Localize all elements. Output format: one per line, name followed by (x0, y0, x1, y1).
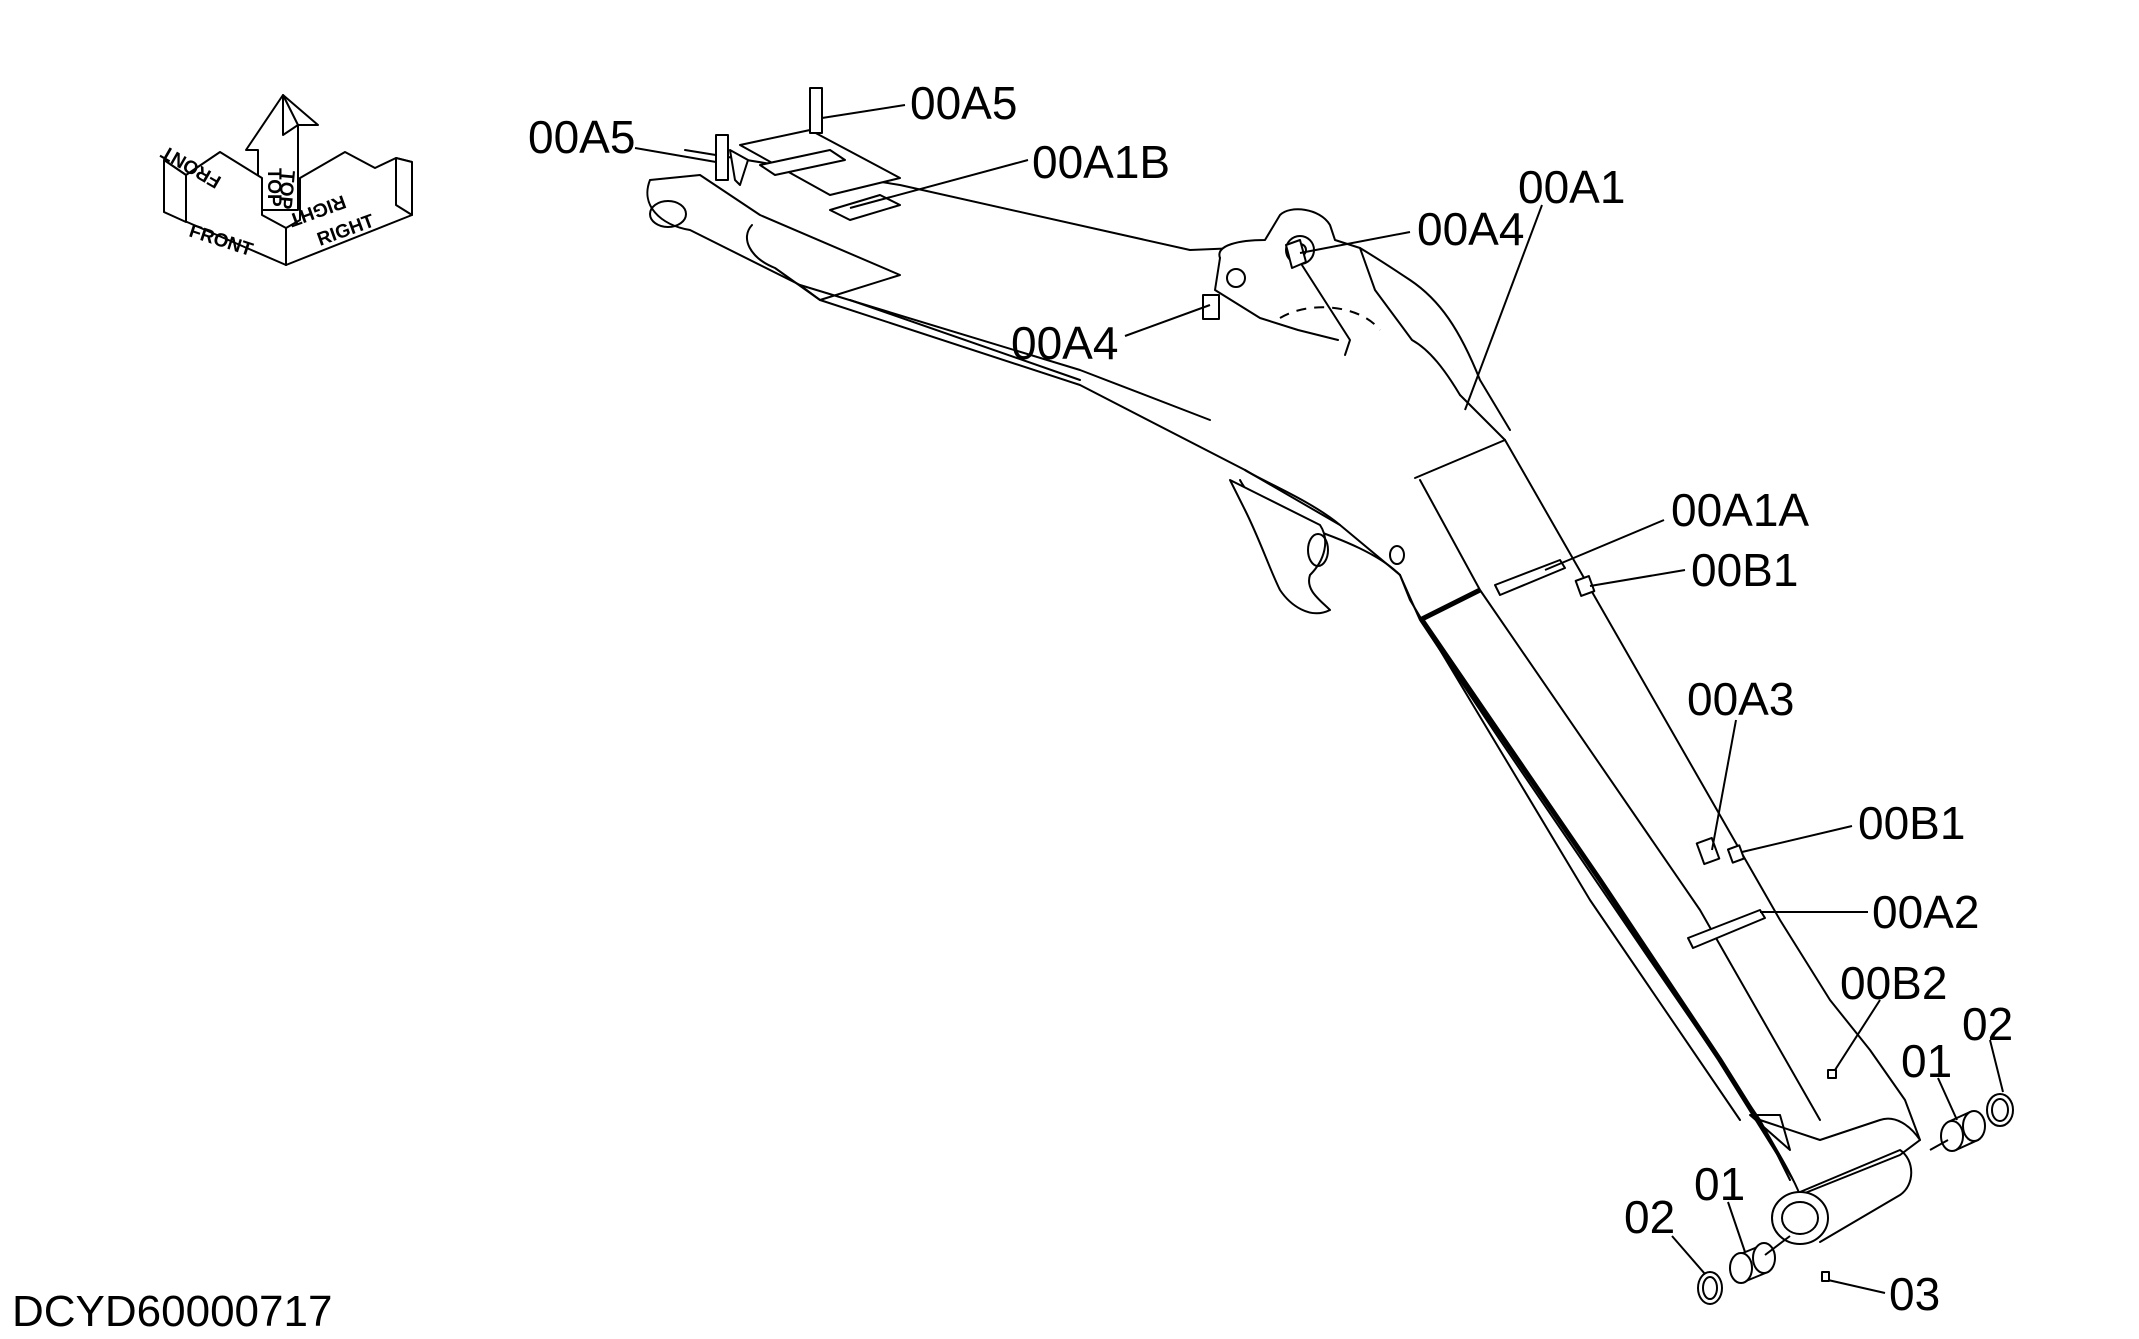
callout-02-left: 02 (1624, 1191, 1675, 1243)
top-label: TOP (263, 168, 284, 207)
bushing-right (1940, 1110, 1986, 1152)
callout-00a3: 00A3 (1687, 673, 1794, 725)
callout-02-right: 02 (1962, 998, 2013, 1050)
ring-left (1697, 1271, 1723, 1305)
callout-00a4-right: 00A4 (1417, 203, 1524, 255)
document-id: DCYD60000717 (12, 1287, 332, 1334)
callout-00a4-left: 00A4 (1011, 317, 1118, 369)
callout-01-left: 01 (1694, 1158, 1745, 1210)
callout-00a2: 00A2 (1872, 886, 1979, 938)
callout-00b2: 00B2 (1840, 957, 1947, 1009)
callout-01-right: 01 (1901, 1035, 1952, 1087)
arm-drawing (646, 87, 2014, 1305)
callout-00a5-upper: 00A5 (910, 77, 1017, 129)
leader-lines (634, 104, 2004, 1294)
ring-right (1986, 1093, 2014, 1127)
callout-00a5-left: 00A5 (528, 111, 635, 163)
orientation-arrows-icon: FRONT FRONT TOP TOP RIGHT RIGHT (157, 94, 413, 266)
callout-00a1b: 00A1B (1032, 136, 1170, 188)
callout-00b1-lower: 00B1 (1858, 797, 1965, 849)
callout-00b1-upper: 00B1 (1691, 544, 1798, 596)
bushing-left (1729, 1242, 1776, 1284)
callout-03: 03 (1889, 1268, 1940, 1320)
callout-00a1a: 00A1A (1671, 484, 1809, 536)
callout-00a1: 00A1 (1518, 161, 1625, 213)
top-label-2: TOP (274, 170, 298, 211)
